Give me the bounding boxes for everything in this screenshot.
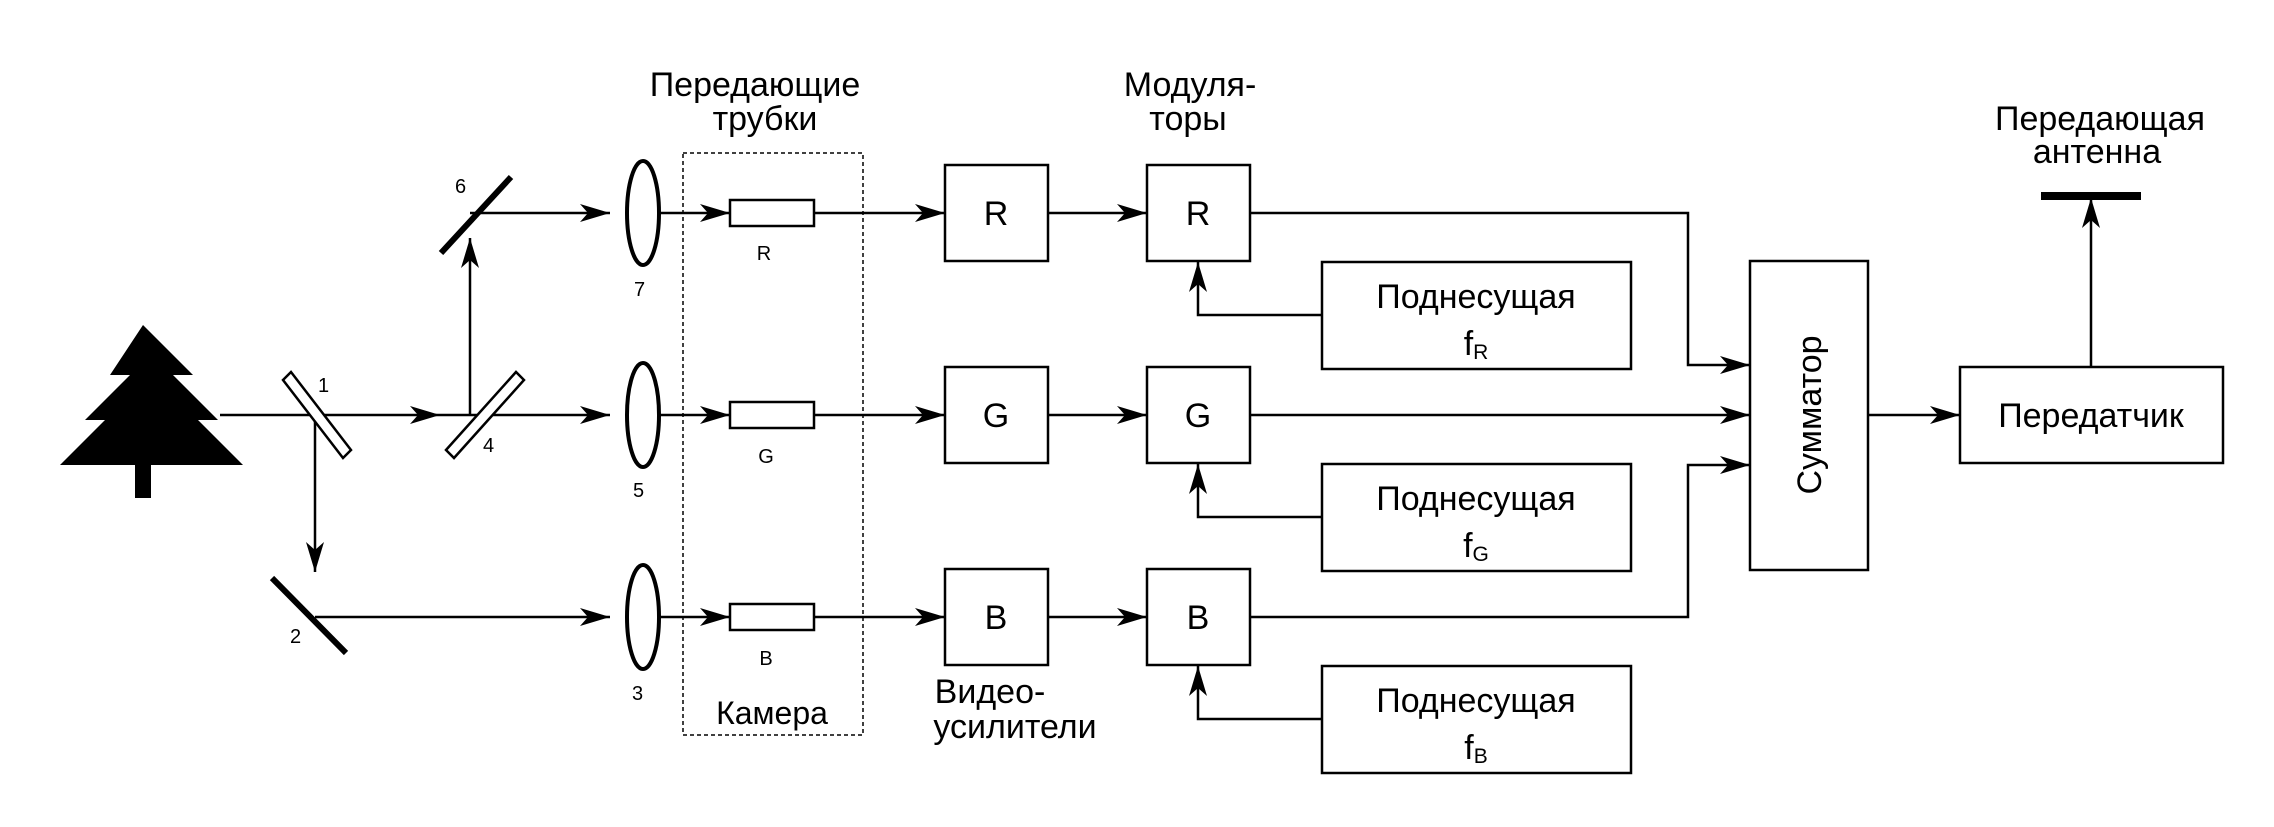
- summator-label: Сумматор: [1791, 335, 1829, 494]
- summator-box: [1748, 259, 1870, 572]
- modulator-r-box: [1145, 163, 1252, 263]
- tube-label-g: G: [758, 446, 774, 468]
- antenna-title-line1: Передающая: [1995, 100, 2205, 138]
- optic-label-4: 4: [483, 435, 494, 457]
- beam-splitter-1: [281, 370, 353, 460]
- lens-7: [625, 159, 661, 267]
- subcarrier-r-freq: fR: [1464, 325, 1489, 364]
- camera-box: [682, 152, 864, 736]
- mirror-2: [269, 575, 349, 656]
- amp-g-box: [943, 365, 1050, 465]
- optic-label-1: 1: [318, 375, 329, 397]
- antenna-title-line2: антенна: [2033, 133, 2161, 171]
- subcarrier-r-box: [1320, 260, 1633, 371]
- transmitter-label: Передатчик: [1998, 397, 2185, 435]
- subcarrier-r-label: Поднесущая: [1376, 278, 1575, 316]
- subcarrier-g-freq: fG: [1463, 527, 1489, 566]
- modulators-title-line1: Модуля-: [1124, 66, 1257, 104]
- optic-label-5: 5: [633, 480, 644, 502]
- camera-label: Камера: [716, 695, 828, 731]
- tube-g: [728, 400, 816, 430]
- modulator-g-box: [1145, 365, 1252, 465]
- videoamp-title-line1: Видео-: [935, 673, 1046, 711]
- tube-label-r: R: [757, 243, 771, 265]
- tube-b: [728, 602, 816, 632]
- tubes-title-line1: Передающие: [650, 66, 861, 104]
- amp-r-box: [943, 163, 1050, 263]
- tubes-title-line2: трубки: [713, 100, 818, 138]
- amp-g-label: G: [983, 397, 1009, 435]
- subcarrier-b-box: [1320, 664, 1633, 775]
- subcarrier-g-box: [1320, 462, 1633, 573]
- modulator-g-label: G: [1185, 397, 1211, 435]
- amp-r-label: R: [984, 195, 1009, 233]
- optic-label-2: 2: [290, 626, 301, 648]
- optical-paths: [220, 204, 610, 626]
- modulators-title-line2: торы: [1149, 100, 1226, 138]
- lens-3: [625, 563, 661, 671]
- beam-splitter-4: [444, 370, 526, 460]
- tube-label-b: B: [759, 648, 772, 670]
- modulator-b-label: B: [1187, 599, 1210, 637]
- subcarrier-b-freq: fB: [1464, 729, 1487, 768]
- transmitter-box: [1958, 365, 2225, 465]
- optic-label-3: 3: [632, 683, 643, 705]
- modulator-b-box: [1145, 567, 1252, 667]
- subcarrier-b-label: Поднесущая: [1376, 682, 1575, 720]
- lens-5: [625, 361, 661, 469]
- amp-b-label: B: [985, 599, 1008, 637]
- amp-b-box: [943, 567, 1050, 667]
- tube-r: [728, 198, 816, 228]
- optic-label-6: 6: [455, 176, 466, 198]
- subcarrier-g-label: Поднесущая: [1376, 480, 1575, 518]
- mirror-6: [438, 174, 514, 256]
- optic-label-7: 7: [634, 279, 645, 301]
- modulator-r-label: R: [1186, 195, 1211, 233]
- videoamp-title-line2: усилители: [933, 708, 1096, 746]
- tree-object-icon: [60, 325, 243, 498]
